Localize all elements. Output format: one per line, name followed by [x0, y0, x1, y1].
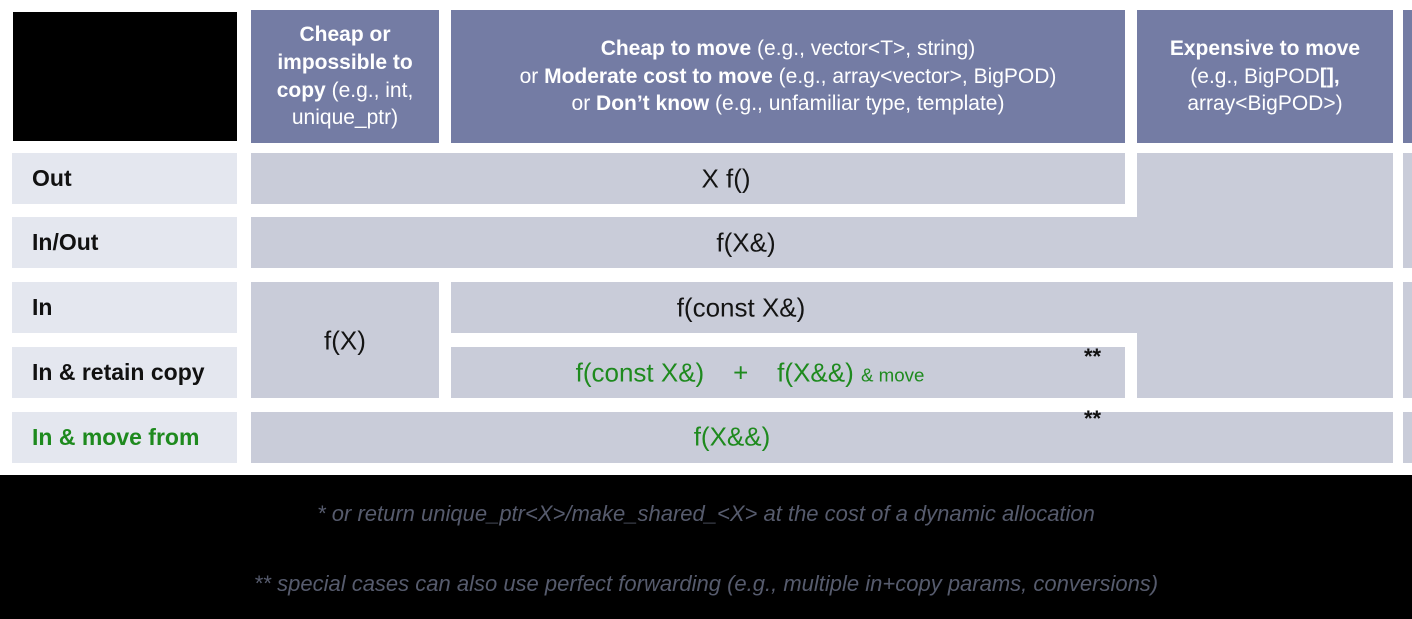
cropped-cell-sliver-middle: [1403, 282, 1412, 398]
row-label-text: In & retain copy: [32, 359, 205, 385]
cell-expensive-in-retain-merged: [1137, 282, 1393, 398]
row-label-text: In: [32, 294, 53, 320]
footnote-marker-move-from: **: [1084, 406, 1102, 431]
code-in-constref-signature: f(const X&): [676, 292, 806, 323]
row-label-in: In: [12, 282, 237, 333]
cropped-cell-sliver-top: [1403, 153, 1412, 268]
cell-retain-copy-overloads: [451, 347, 1125, 398]
column-header-text: Cheap to move (e.g., vector<T>, string)o…: [519, 36, 1057, 116]
footnote-marker-retain-copy: **: [1084, 344, 1102, 369]
footnote-line-2: ** special cases can also use perfect fo…: [253, 571, 1159, 596]
blank-corner-box: [13, 12, 237, 141]
row-label-in-out: In/Out: [12, 217, 237, 268]
footnote-line-1: * or return unique_ptr<X>/make_shared_<X…: [317, 501, 1095, 526]
row-label-in-retain-copy: In & retain copy: [12, 347, 237, 398]
code-inout-signature: f(X&): [716, 227, 776, 258]
code-out-signature: X f(): [701, 163, 751, 194]
cell-in-cheapcopy-fx: [251, 282, 439, 398]
cell-inout-fxref: [251, 217, 1393, 268]
code-in-byvalue-signature: f(X): [324, 325, 366, 356]
row-label-out: Out: [12, 153, 237, 204]
column-header-expensive-to-move: Expensive to move(e.g., BigPOD[],array<B…: [1137, 10, 1393, 143]
cropped-header-sliver: [1403, 10, 1412, 143]
column-header-text: Expensive to move(e.g., BigPOD[],array<B…: [1169, 36, 1361, 116]
code-move-from-signature: f(X&&): [693, 421, 771, 452]
column-header-cheap-moderate-or-unknown-move: Cheap to move (e.g., vector<T>, string)o…: [451, 10, 1125, 143]
cropped-cell-sliver-bottom: [1403, 412, 1412, 463]
cell-move-from-rvalue: [251, 412, 1393, 463]
cell-out-xf: [251, 153, 1125, 204]
footer-band: [0, 475, 1412, 619]
code-retain-copy-signatures: f(const X&) + f(X&&) & move: [575, 357, 925, 388]
row-label-text: In & move from: [32, 424, 200, 450]
row-label-text: In/Out: [32, 229, 99, 255]
row-label-in-move-from: In & move from: [12, 412, 237, 463]
row-label-text: Out: [32, 165, 72, 191]
